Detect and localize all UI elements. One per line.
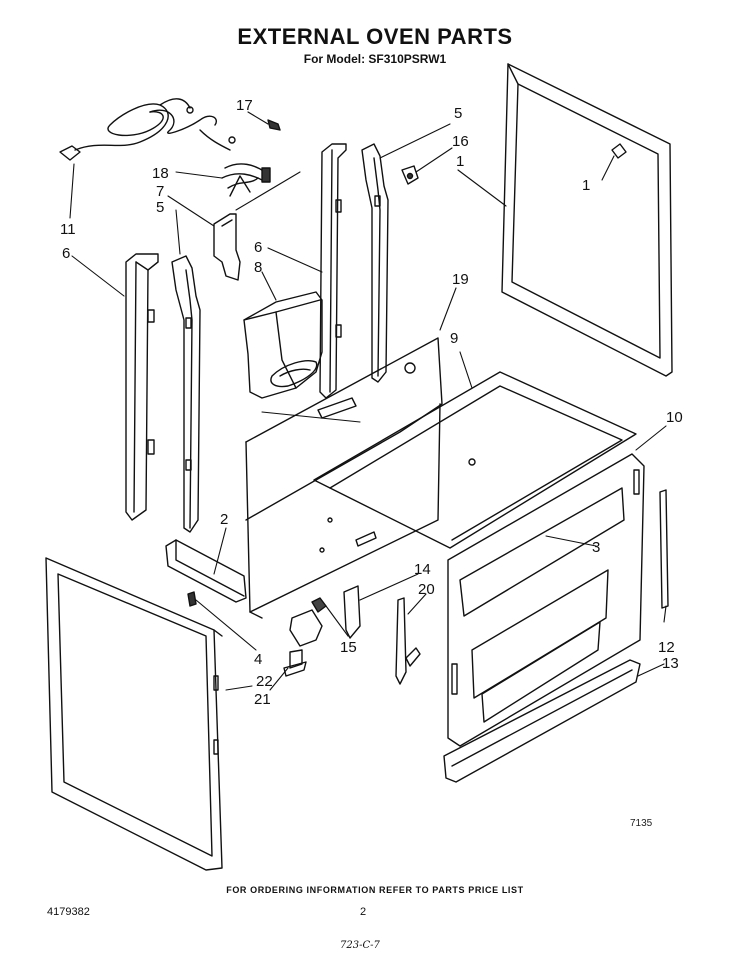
side-rail-right-part [361, 143, 389, 383]
callout-numbers: 17 18 7 5 5 6 6 8 11 16 1 1 19 9 10 2 3 … [60, 97, 683, 708]
callout-21: 21 [254, 691, 271, 708]
back-panel-part [245, 337, 443, 521]
side-rail-left-part [171, 255, 201, 533]
callout-15: 4 [254, 651, 262, 668]
bottom-trim-part [443, 659, 641, 783]
callout-11: 11 [60, 221, 76, 238]
bottom-rail-part [165, 539, 247, 603]
wire-harness-part [221, 163, 271, 197]
hinge-receptacle-part [343, 585, 361, 639]
callout-14: 3 [592, 539, 600, 556]
power-cord-part [59, 98, 236, 161]
callout-7: 7 [156, 183, 164, 200]
callout-12: 20 [418, 581, 435, 598]
side-trim-strip-part [659, 489, 669, 609]
model-subtitle: For Model: SF310PSRW1 [303, 52, 447, 66]
document-number: 4179382 [47, 906, 90, 918]
ordering-note: FOR ORDERING INFORMATION REFER TO PARTS … [226, 885, 524, 895]
callout-6: 6 [62, 245, 70, 262]
page-number: 2 [360, 906, 367, 918]
callout-6: 6 [254, 239, 262, 256]
callout-13: 12 [658, 639, 675, 656]
bracket-part-16 [401, 165, 419, 185]
callout-5: 5 [454, 105, 462, 122]
leveling-leg-part [283, 649, 307, 677]
callout-9: 19 [452, 271, 469, 288]
screw-part-15 [187, 591, 197, 607]
figure-number: 7135 [630, 818, 653, 829]
callout-16: 16 [452, 133, 469, 150]
side-panel-right-part [501, 63, 673, 377]
callout-1: 1 [456, 153, 464, 170]
exploded-parts-diagram: 17 18 7 5 5 6 6 8 11 16 1 1 19 9 10 2 3 … [45, 63, 683, 871]
callout-8: 8 [254, 259, 262, 276]
bracket-part-7 [213, 213, 241, 281]
callout-3: 2 [220, 511, 228, 528]
handwritten-note: 723-C-7 [340, 940, 380, 951]
callout-19: 1 [582, 177, 590, 194]
callout-20: 14 [414, 561, 431, 578]
callout-1: 22 [256, 673, 273, 690]
callout-10: 9 [450, 330, 458, 347]
front-frame-part [447, 453, 645, 747]
side-channel-right-part [319, 143, 347, 399]
callout-5: 5 [156, 199, 164, 216]
callout-4: 13 [662, 655, 679, 672]
body-left-wall-part [245, 403, 441, 619]
door-hinge-part [395, 597, 421, 685]
leader-lines [69, 111, 667, 691]
oven-top-part [313, 371, 637, 549]
page-title: EXTERNAL OVEN PARTS [237, 24, 513, 49]
side-channel-left-part [125, 253, 159, 521]
callout-17: 17 [236, 97, 253, 114]
vent-duct-part [243, 291, 323, 399]
callout-2: 10 [666, 409, 683, 426]
callout-22: 15 [340, 639, 357, 656]
callout-18: 18 [152, 165, 169, 182]
bracket-part-22 [289, 597, 327, 647]
clip-part-17 [267, 119, 281, 131]
side-panel-left-part [45, 557, 223, 871]
